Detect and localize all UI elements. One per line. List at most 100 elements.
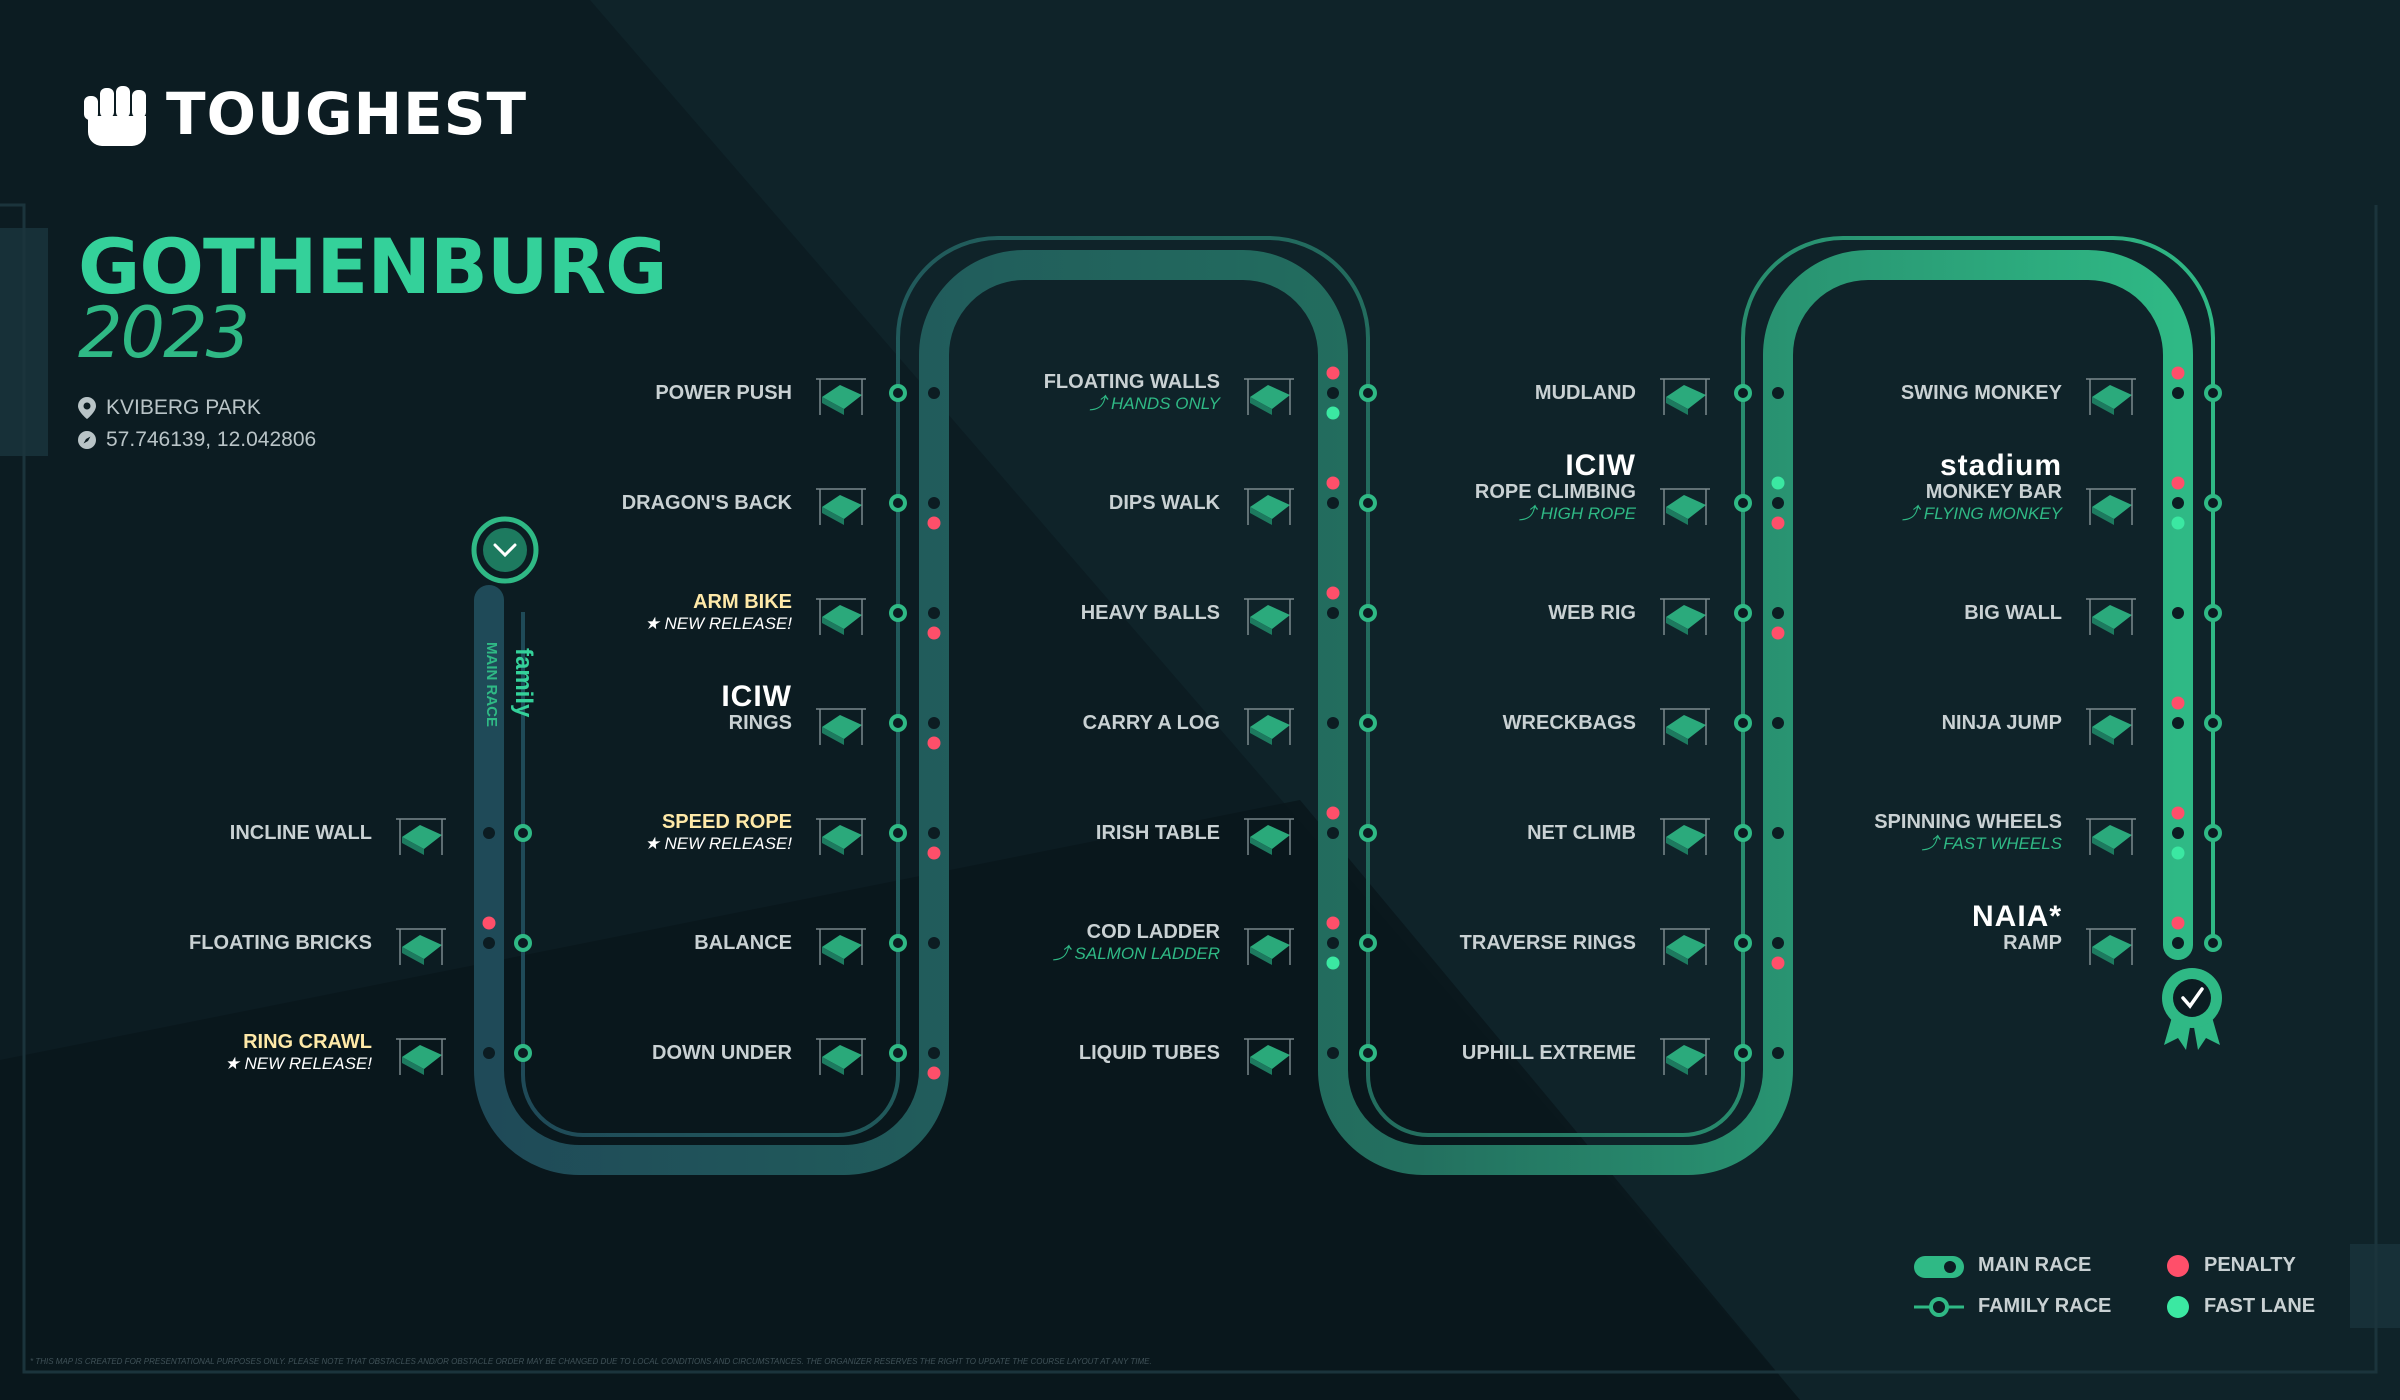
- obstacle-balance: BALANCE: [694, 932, 792, 954]
- net-climb-icon: [1660, 818, 1710, 855]
- family-race-station-liquid-tubes: [1359, 1044, 1377, 1062]
- obstacle-floating-bricks: FLOATING BRICKS: [189, 932, 372, 954]
- family-race-station-carry-a-log: [1359, 714, 1377, 732]
- penalty-marker: [927, 1066, 941, 1080]
- legend-fast-lane-dot: [2167, 1296, 2189, 1318]
- penalty-marker: [1771, 516, 1785, 530]
- finish-badge-icon: [2162, 968, 2222, 1050]
- penalty-marker: [2171, 696, 2185, 710]
- family-race-station-arm-bike: [889, 604, 907, 622]
- ninja-jump-icon: [2086, 708, 2136, 745]
- liquid-tubes-icon: [1244, 1038, 1294, 1075]
- main-race-station-dips-walk: [1327, 497, 1339, 509]
- main-race-station-carry-a-log: [1327, 717, 1339, 729]
- obstacle-dips-walk: DIPS WALK: [1109, 492, 1220, 514]
- main-race-station-down-under: [928, 1047, 940, 1059]
- event-year: 2023: [78, 292, 250, 374]
- obstacle-carry-a-log: CARRY A LOG: [1083, 712, 1220, 734]
- obstacle-speed-rope: SPEED ROPE★ NEW RELEASE!: [645, 811, 793, 855]
- obstacle-traverse-rings: TRAVERSE RINGS: [1460, 932, 1636, 954]
- legend-penalty: PENALTY: [2204, 1254, 2296, 1276]
- main-race-station-uphill-extreme: [1772, 1047, 1784, 1059]
- family-route-label: family: [510, 648, 537, 718]
- mudland-icon: [1660, 378, 1710, 415]
- obstacle-name: ARM BIKE: [693, 591, 792, 613]
- main-race-station-liquid-tubes: [1327, 1047, 1339, 1059]
- obstacle-name: IRISH TABLE: [1095, 822, 1220, 844]
- obstacle-name: RINGS: [728, 712, 792, 734]
- penalty-marker: [927, 626, 941, 640]
- obstacle-big-wall: BIG WALL: [1964, 602, 2062, 624]
- obstacle-variant: ⤴ SALMON LADDER: [1052, 944, 1220, 963]
- sponsor-logo: ICIW: [1565, 449, 1636, 482]
- family-race-station-big-wall: [2204, 604, 2222, 622]
- obstacle-name: SPEED ROPE: [661, 811, 792, 833]
- penalty-marker: [1771, 956, 1785, 970]
- new-release-note: ★ NEW RELEASE!: [644, 614, 793, 633]
- penalty-marker: [2171, 916, 2185, 930]
- obstacle-variant: ⤴ FAST WHEELS: [1921, 834, 2062, 853]
- obstacle-name: COD LADDER: [1086, 921, 1220, 943]
- obstacle-arm-bike: ARM BIKE★ NEW RELEASE!: [645, 591, 793, 635]
- penalty-marker: [927, 736, 941, 750]
- obstacle-wreckbags: WRECKBAGS: [1503, 712, 1636, 734]
- obstacle-name: NINJA JUMP: [1941, 712, 2062, 734]
- obstacle-down-under: DOWN UNDER: [652, 1042, 792, 1064]
- penalty-marker: [2171, 366, 2185, 380]
- penalty-marker: [1326, 586, 1340, 600]
- main-race-station-swing-monkey: [2172, 387, 2184, 399]
- arm-bike-icon: [816, 598, 866, 635]
- main-race-station-power-push: [928, 387, 940, 399]
- power-push-icon: [816, 378, 866, 415]
- obstacle-irish-table: IRISH TABLE: [1096, 822, 1220, 844]
- main-race-station-heavy-balls: [1327, 607, 1339, 619]
- spinning-wheels-icon: [2086, 818, 2136, 855]
- obstacle-ninja-jump: NINJA JUMP: [1942, 712, 2062, 734]
- fast-lane-marker: [1326, 406, 1340, 420]
- main-race-station-mudland: [1772, 387, 1784, 399]
- event-city: GOTHENBURG: [78, 222, 667, 311]
- sponsor-logo: ICIW: [721, 680, 792, 713]
- obstacle-name: FLOATING BRICKS: [189, 932, 372, 954]
- obstacle-ramp: NAIA*RAMP: [1972, 902, 2062, 955]
- main-race-station-rope-climbing: [1772, 497, 1784, 509]
- family-race-station-net-climb: [1734, 824, 1752, 842]
- main-race-station-irish-table: [1327, 827, 1339, 839]
- family-race-station-incline-wall: [514, 824, 532, 842]
- obstacle-name: DRAGON'S BACK: [621, 492, 792, 514]
- legend-fast-lane: FAST LANE: [2204, 1295, 2316, 1317]
- obstacle-heavy-balls: HEAVY BALLS: [1081, 602, 1220, 624]
- brand-logo: TOUGHEST: [80, 80, 527, 148]
- traverse-rings-icon: [1660, 928, 1710, 965]
- incline-wall-icon: [396, 818, 446, 855]
- new-release-note: ★ NEW RELEASE!: [644, 834, 793, 853]
- family-race-station-cod-ladder: [1359, 934, 1377, 952]
- fast-lane-marker: [1771, 476, 1785, 490]
- main-race-station-rings: [928, 717, 940, 729]
- obstacle-name: RAMP: [2003, 932, 2062, 954]
- heavy-balls-icon: [1244, 598, 1294, 635]
- obstacle-name: SPINNING WHEELS: [1874, 811, 2062, 833]
- obstacle-name: TRAVERSE RINGS: [1459, 932, 1636, 954]
- floating-bricks-icon: [396, 928, 446, 965]
- obstacle-name: FLOATING WALLS: [1043, 371, 1220, 393]
- main-race-station-incline-wall: [483, 827, 495, 839]
- brand-name: TOUGHEST: [166, 80, 528, 148]
- main-race-station-ninja-jump: [2172, 717, 2184, 729]
- main-race-station-wreckbags: [1772, 717, 1784, 729]
- family-race-station-balance: [889, 934, 907, 952]
- family-race-station-web-rig: [1734, 604, 1752, 622]
- obstacle-name: RING CRAWL: [243, 1031, 372, 1053]
- rope-climbing-icon: [1660, 488, 1710, 525]
- obstacle-name: NET CLIMB: [1527, 822, 1636, 844]
- penalty-marker: [927, 846, 941, 860]
- obstacle-name: UPHILL EXTREME: [1461, 1042, 1636, 1064]
- obstacle-liquid-tubes: LIQUID TUBES: [1079, 1042, 1220, 1064]
- obstacle-variant: ⤴ HIGH ROPE: [1518, 504, 1636, 523]
- obstacle-name: CARRY A LOG: [1082, 712, 1220, 734]
- coordinates: 57.746139, 12.042806: [78, 428, 316, 452]
- obstacle-mudland: MUDLAND: [1535, 382, 1636, 404]
- obstacle-name: POWER PUSH: [655, 382, 792, 404]
